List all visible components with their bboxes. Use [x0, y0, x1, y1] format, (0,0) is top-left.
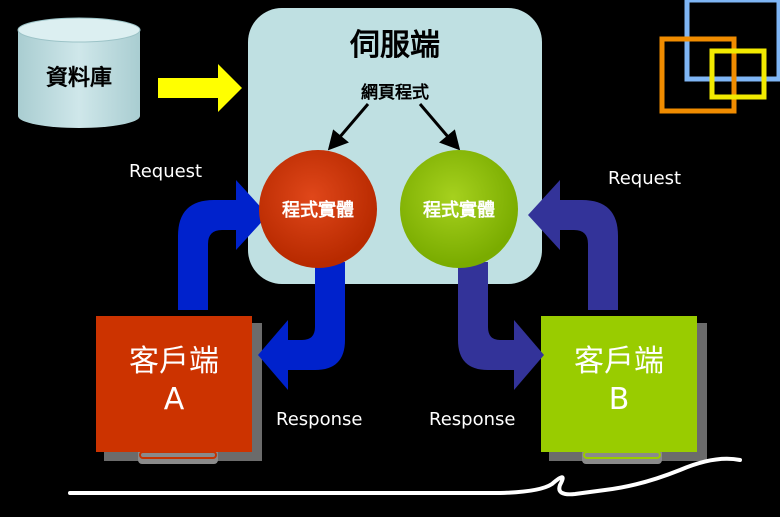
request-label-right: Request [608, 168, 682, 189]
program-instance-b: 程式實體 [400, 150, 518, 268]
request-arrow-left [178, 180, 268, 310]
response-arrow-right [458, 262, 544, 390]
decorative-squares [659, 0, 780, 114]
client-b-title: 客戶端 [574, 344, 664, 379]
db-to-server-arrow [158, 64, 242, 112]
database-label: 資料庫 [45, 66, 112, 91]
database-cylinder [17, 17, 141, 128]
client-a-box [96, 316, 252, 452]
response-label-right: Response [429, 409, 516, 430]
client-b-box [541, 316, 697, 452]
client-a-label: 客戶端 A [96, 343, 252, 419]
request-label-left: Request [129, 161, 203, 182]
response-arrow-left [258, 262, 345, 390]
web-program-label: 網頁程式 [361, 83, 429, 103]
client-b-id: B [608, 382, 630, 417]
client-a-title: 客戶端 [129, 344, 219, 379]
server-title: 伺服端 [350, 28, 440, 63]
response-label-left: Response [276, 409, 363, 430]
request-arrow-right [528, 180, 618, 310]
client-a-id: A [163, 382, 185, 417]
client-b-label: 客戶端 B [541, 343, 697, 419]
program-arrows [327, 103, 461, 151]
bottom-wave-line [68, 456, 742, 497]
program-instance-a: 程式實體 [259, 150, 377, 268]
program-instance-b-label: 程式實體 [423, 200, 495, 221]
program-instance-a-label: 程式實體 [282, 200, 354, 221]
